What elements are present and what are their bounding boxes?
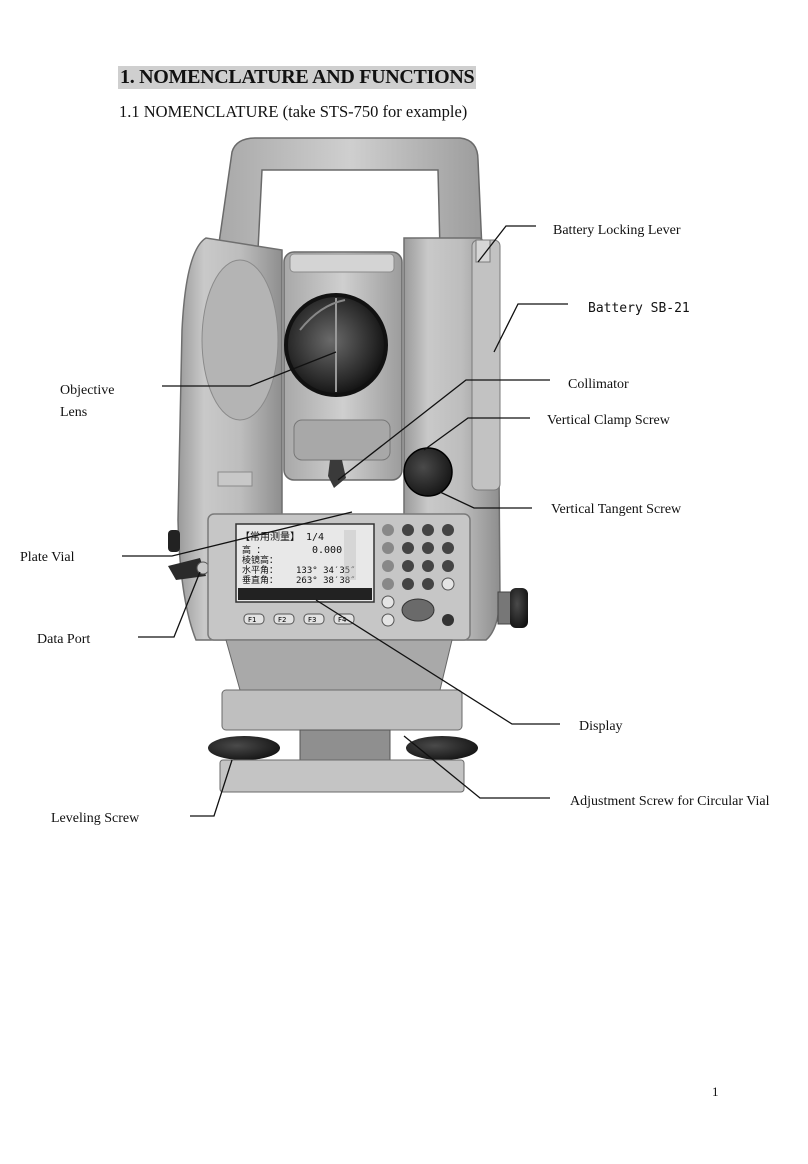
f3-label: F3 (308, 616, 316, 624)
callout-vertical-tangent-screw: Vertical Tangent Screw (551, 502, 682, 517)
section-subtitle: 1.1 NOMENCLATURE (take STS-750 for examp… (119, 102, 468, 121)
f1-label: F1 (248, 616, 256, 624)
f3-key (303, 613, 325, 625)
left-cover (201, 259, 279, 421)
callout-adjustment-screw: Adjustment Screw for Circular Vial (570, 794, 770, 809)
f4-label: F4 (338, 616, 347, 624)
plate-vial (168, 530, 180, 552)
page-number: 1 (712, 1084, 719, 1099)
leveling-screw-left (208, 736, 280, 760)
callout-objective-lens: Objective Lens (60, 383, 115, 420)
f2-key (273, 613, 295, 625)
display-line3-label: 水平角： (242, 564, 278, 576)
base-plate (219, 759, 465, 793)
display-line4-label: 垂直角： (242, 574, 278, 586)
power-key (401, 598, 435, 622)
callout-data-port: Data Port (37, 632, 91, 647)
display-header: 【常用测量】 1/4 (240, 530, 324, 543)
f1-key (243, 613, 265, 625)
horizontal-clamp (497, 591, 513, 625)
function-keys: F1 F2 F3 F4 (243, 613, 355, 625)
vertical-tangent-knob (403, 447, 453, 497)
page-title: 1. NOMENCLATURE AND FUNCTIONS (118, 66, 477, 89)
leader-lines (122, 225, 568, 817)
telescope-top (289, 253, 395, 273)
f2-label: F2 (278, 616, 286, 624)
display-line1-value: 0.000 (312, 545, 342, 556)
display-line4-value: 263° 38′38″ (296, 576, 356, 586)
display-line2-label: 棱镜高： (242, 554, 278, 566)
callout-display: Display (579, 719, 623, 734)
tribrach-upper (221, 689, 463, 731)
left-window (217, 471, 253, 487)
data-port (168, 558, 206, 580)
callout-vertical-clamp-screw: Vertical Clamp Screw (547, 413, 670, 428)
display-softkey-bar (238, 588, 372, 600)
carrying-handle (217, 137, 483, 251)
callout-plate-vial: Plate Vial (20, 550, 75, 565)
battery-body (471, 239, 501, 491)
callout-battery: Battery SB-21 (588, 301, 690, 316)
collimator (328, 460, 346, 488)
leveling-screw-right (406, 736, 478, 760)
battery-lever (475, 239, 491, 263)
callout-collimator: Collimator (568, 377, 629, 392)
callout-battery-locking-lever: Battery Locking Lever (553, 223, 681, 238)
display-line3-value: 133° 34′35″ (296, 566, 356, 576)
callout-leveling-screw: Leveling Screw (51, 811, 140, 826)
display-line1-label: 高 ： (242, 544, 265, 556)
keypad (381, 524, 455, 627)
